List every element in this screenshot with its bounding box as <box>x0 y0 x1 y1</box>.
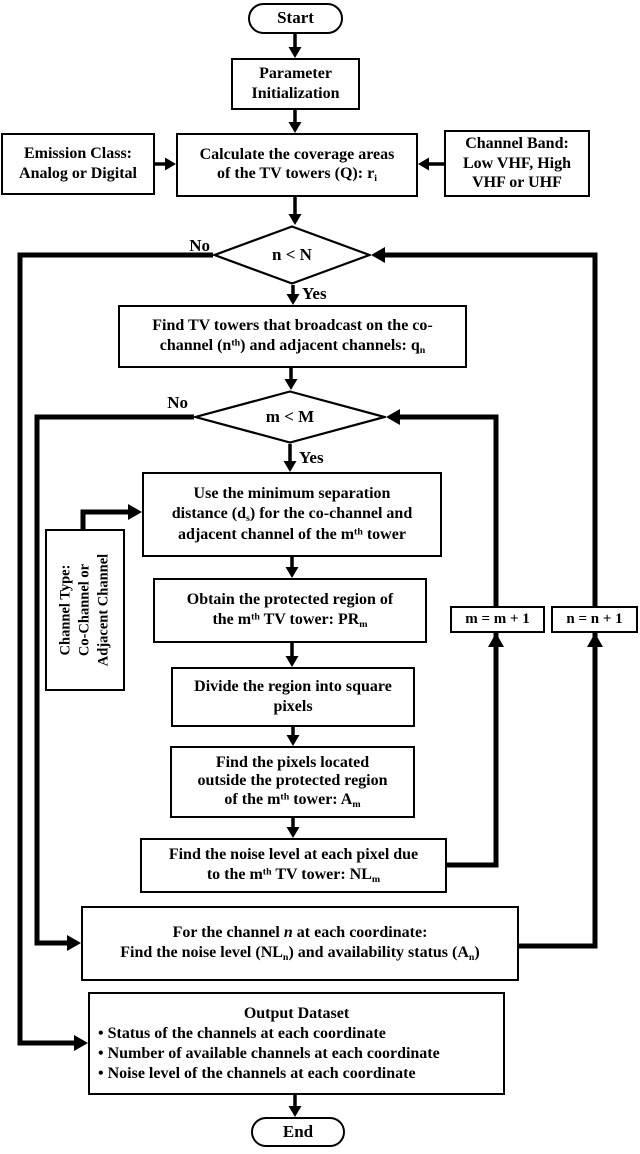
edge-mdecision-no-to-channelnoise <box>34 414 194 946</box>
n-loop-decision: n < N <box>213 225 371 285</box>
m-loop-decision-label: m < M <box>265 407 315 426</box>
edge-channelnoise-to-nincrement-loop <box>385 252 598 949</box>
end-label: End <box>282 1121 314 1141</box>
loop-arrowheads <box>67 247 603 1051</box>
output-dataset-node: Output Dataset • Status of the channels … <box>88 992 505 1095</box>
m-loop-no-label: No <box>167 393 188 412</box>
m-increment-node: m = m + 1 <box>450 606 545 633</box>
start-label: Start <box>277 8 314 28</box>
end-node: End <box>251 1117 345 1147</box>
n-loop-no-label: No <box>189 236 210 255</box>
m-increment-label: m = m + 1 <box>465 611 530 628</box>
edge-channeltype-to-use <box>80 509 130 531</box>
edge-ndecision-no-to-output <box>17 252 213 1046</box>
n-loop-decision-label: n < N <box>272 245 312 264</box>
n-loop-yes-label: Yes <box>302 284 327 303</box>
n-increment-node: n = n + 1 <box>551 606 638 633</box>
output-dataset-title: Output Dataset <box>243 1004 350 1022</box>
find-tv-towers-node: Find TV towers that broadcast on the co-… <box>118 305 467 368</box>
m-loop-decision: m < M <box>194 390 386 444</box>
flow-arrows <box>155 34 444 1117</box>
start-node: Start <box>248 3 343 34</box>
n-increment-label: n = n + 1 <box>566 611 623 628</box>
emission-class-node: Emission Class:Analog or Digital <box>1 133 155 195</box>
channel-noise-availability-node: For the channel n at each coordinate:Fin… <box>81 906 519 981</box>
output-dataset-bullets: • Status of the channels at each coordin… <box>98 1024 440 1082</box>
m-loop-yes-label: Yes <box>299 448 324 467</box>
